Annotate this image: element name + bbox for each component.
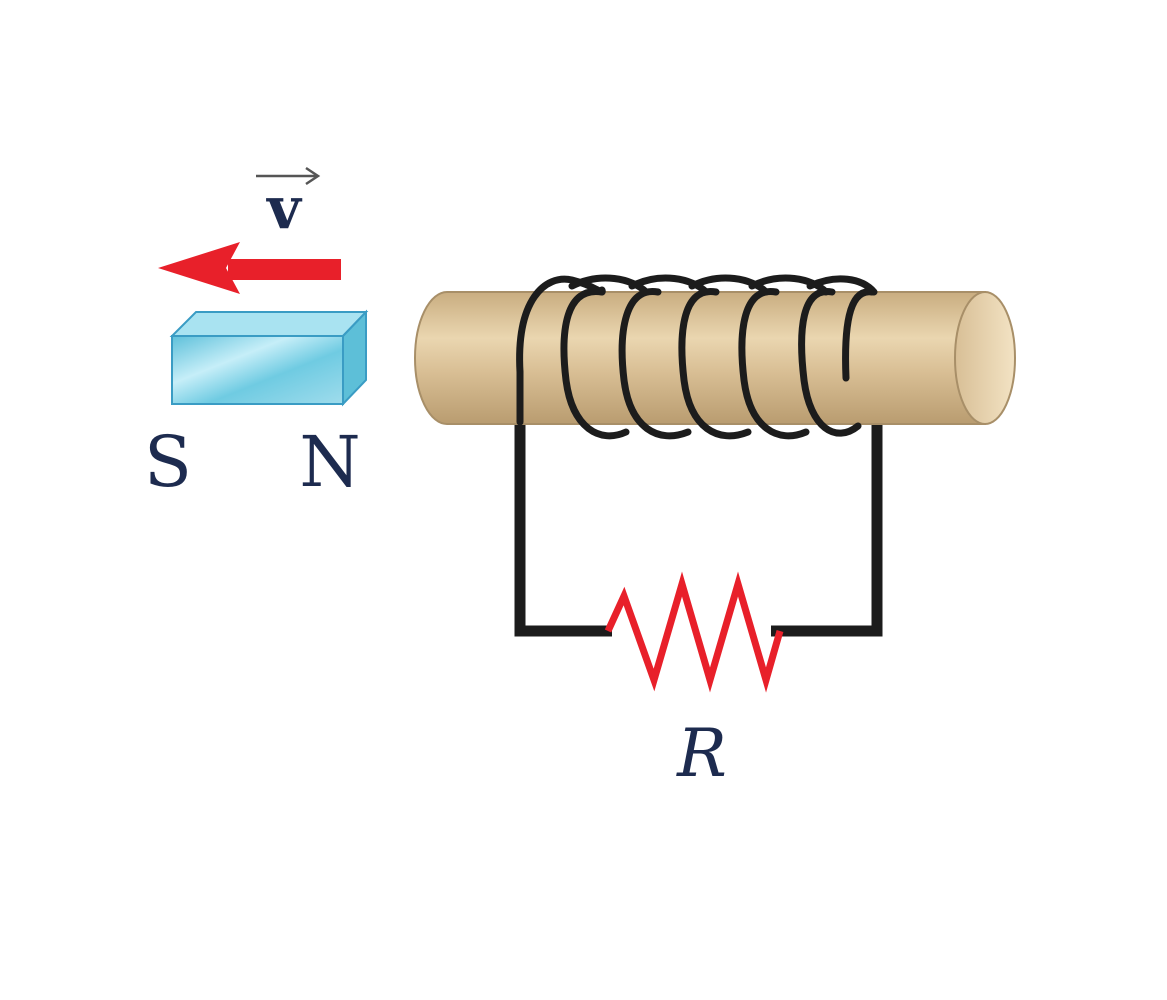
magnet-front-face xyxy=(171,335,344,405)
bar-magnet xyxy=(169,309,369,407)
magnet-top-face xyxy=(169,311,369,337)
vector-overarrow-head xyxy=(305,166,321,186)
coil-turn-4 xyxy=(678,288,752,440)
arrow-shaft xyxy=(228,259,341,280)
resistor-zigzag xyxy=(604,571,784,693)
core-end-face xyxy=(954,291,1016,425)
coil-turn-3 xyxy=(618,288,692,440)
circuit-wire-right xyxy=(771,418,883,637)
velocity-label: v xyxy=(256,166,321,242)
magnet-north-label: N xyxy=(299,421,360,503)
coil-turn-5 xyxy=(738,288,810,440)
coil-turn-4-top xyxy=(688,274,770,296)
resistor-label: R xyxy=(676,715,727,792)
magnet-south-label: S xyxy=(144,421,192,503)
coil-core xyxy=(414,291,1016,425)
coil-turn-2 xyxy=(560,288,630,440)
left-arrow-icon xyxy=(158,242,341,294)
coil-turn-5-top xyxy=(748,274,830,296)
coil-turn-6 xyxy=(798,288,862,437)
coil-turn-3-top xyxy=(628,274,710,296)
core-body xyxy=(414,291,986,425)
arrow-head xyxy=(158,242,240,294)
coil-windings xyxy=(516,274,878,440)
velocity-symbol: v xyxy=(265,174,303,242)
coil-turn-2-top xyxy=(568,274,650,296)
coil-turn-7 xyxy=(842,288,876,382)
circuit-wire-left xyxy=(514,418,612,637)
